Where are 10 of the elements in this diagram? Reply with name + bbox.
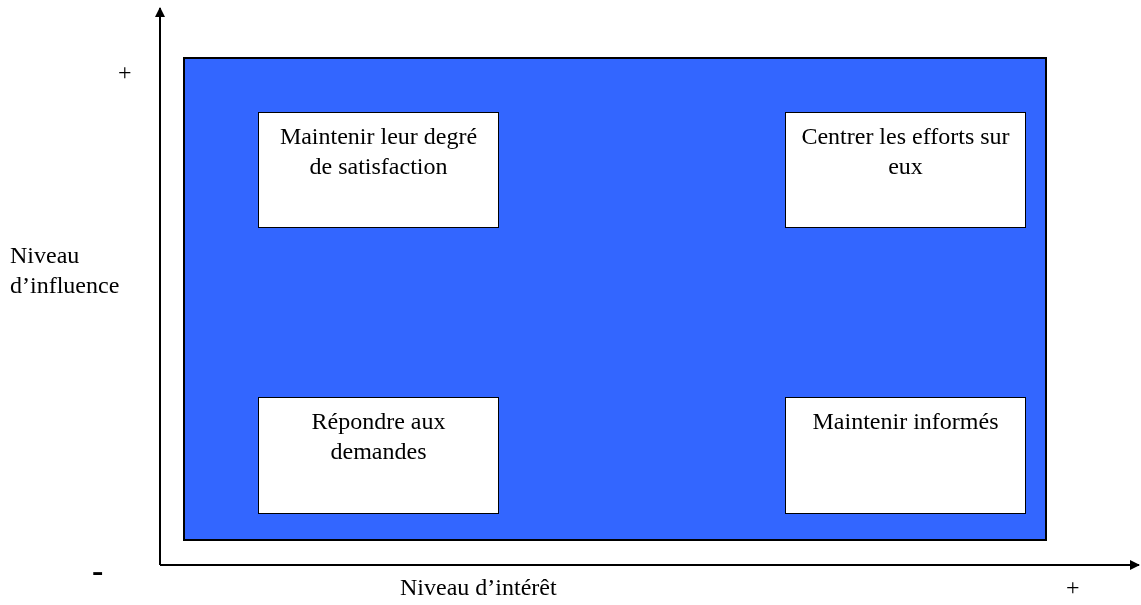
plus-sign: + <box>1066 573 1080 602</box>
axis-title: Niveau d’influence <box>10 241 121 300</box>
strategy-box: Maintenir leur degré de satisfaction <box>258 112 499 228</box>
plus-sign: + <box>118 58 132 87</box>
matrix-panel <box>183 57 1047 541</box>
strategy-box: Maintenir informés <box>785 397 1026 514</box>
axis-title: Niveau d’intérêt <box>400 573 557 602</box>
strategy-box: Répondre aux demandes <box>258 397 499 514</box>
minus-sign: - <box>92 556 104 586</box>
strategy-box: Centrer les efforts sur eux <box>785 112 1026 228</box>
